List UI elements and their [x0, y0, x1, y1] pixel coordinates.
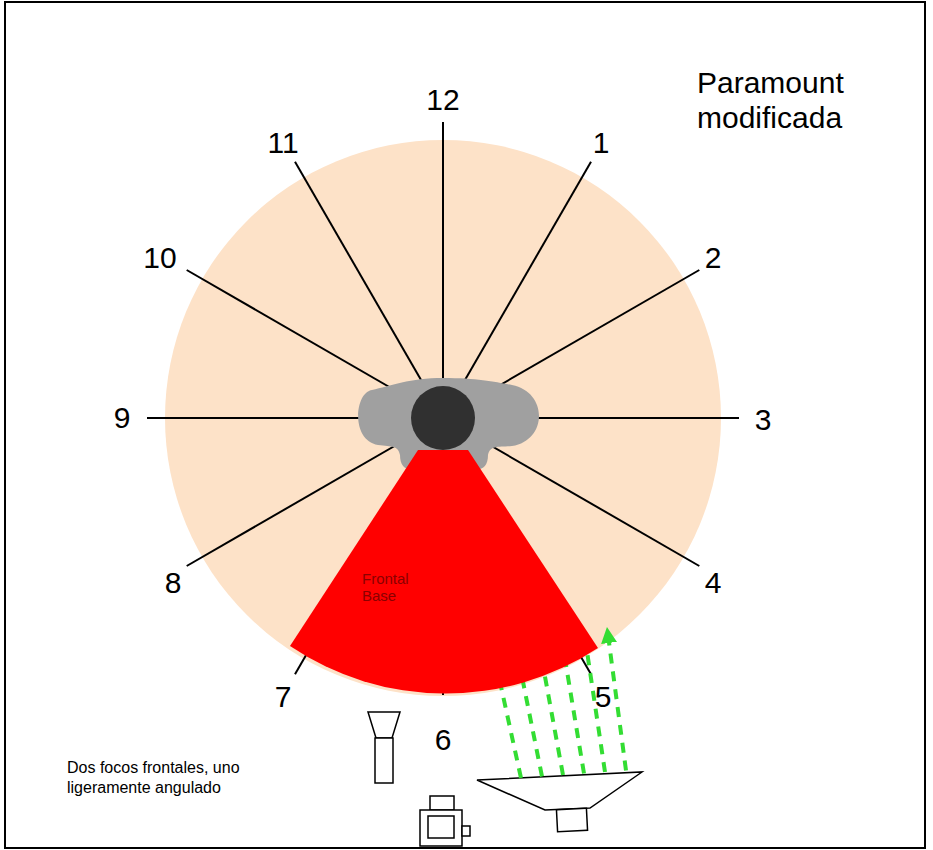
diagram-title: Paramount modificada: [697, 66, 897, 135]
clock-number: 2: [705, 243, 722, 273]
clock-number: 12: [426, 85, 459, 115]
clock-number: 5: [595, 682, 612, 712]
clock-number: 1: [593, 128, 610, 158]
camera-body: [420, 810, 462, 846]
clock-spoke: [442, 122, 444, 418]
clock-number: 4: [705, 568, 722, 598]
clock-number: 8: [165, 568, 182, 598]
big-light: [477, 772, 642, 810]
head: [411, 386, 475, 450]
clock-number: 9: [114, 403, 131, 433]
clock-spokes: [147, 122, 739, 695]
clock-number: 3: [755, 405, 772, 435]
light-wedge: Frontal Base: [288, 446, 600, 698]
clock-number: 10: [143, 243, 176, 273]
clock-number: 11: [267, 128, 298, 158]
big-light-body: [556, 808, 587, 832]
light-label: Frontal Base: [362, 570, 422, 605]
wedge-shape: [288, 446, 600, 698]
camera-screen: [428, 816, 454, 838]
clock-number: 6: [435, 725, 452, 755]
camera-top: [430, 796, 454, 810]
small-light: [368, 712, 400, 738]
frame: [5, 2, 925, 848]
camera-handle: [462, 826, 470, 836]
small-light-body: [375, 738, 393, 783]
clock-number: 7: [275, 682, 292, 712]
note-text: Dos focos frontales, uno ligeramente ang…: [67, 758, 282, 798]
